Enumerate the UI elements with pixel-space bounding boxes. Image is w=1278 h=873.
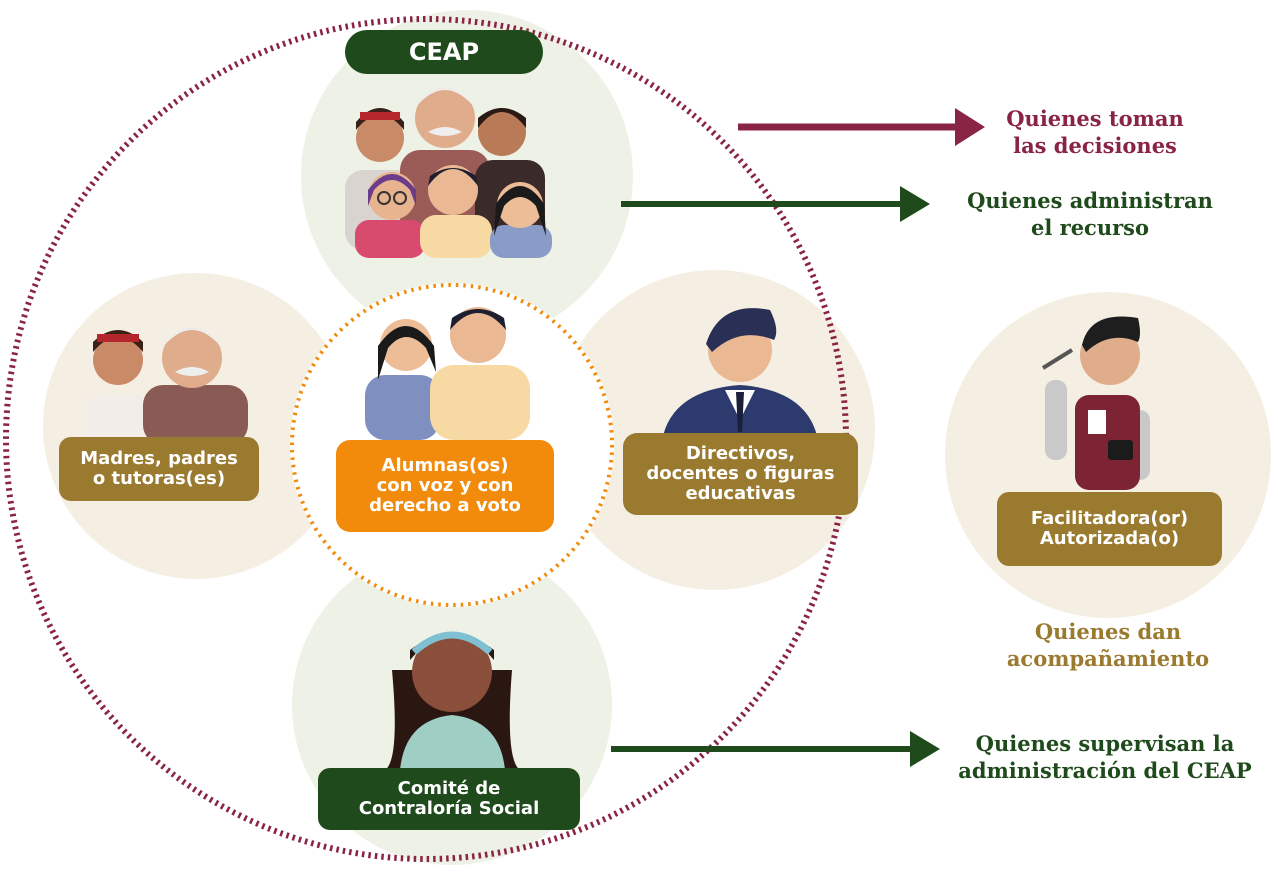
committee-text: Comité de Contraloría Social — [358, 777, 540, 819]
facilitator-icon — [1041, 316, 1150, 490]
parents-text: Madres, padres o tutoras(es) — [80, 447, 238, 489]
students-label: Alumnas(os) con voz y con derecho a voto — [336, 440, 554, 532]
students-icon — [365, 307, 530, 440]
role-administer: Quienes administran el recurso — [967, 188, 1213, 241]
facilitator-text: Facilitadora(or) Autorizada(o) — [1030, 507, 1189, 549]
girl-icon — [385, 631, 520, 770]
arrow-right-icon — [611, 731, 940, 767]
arrow-right-icon — [738, 108, 985, 146]
parents-label: Madres, padres o tutoras(es) — [59, 437, 259, 501]
people-group-icon — [345, 88, 552, 258]
facilitator-label: Facilitadora(or) Autorizada(o) — [997, 492, 1222, 566]
role-supervise: Quienes supervisan la administración del… — [958, 731, 1252, 784]
parents-icon — [83, 328, 248, 445]
role-decide: Quienes toman las decisiones — [1006, 106, 1184, 159]
staff-label: Directivos, docentes o figuras educativa… — [623, 433, 858, 515]
role-accompany: Quienes dan acompañamiento — [1006, 619, 1210, 672]
students-text: Alumnas(os) con voz y con derecho a voto — [369, 454, 521, 517]
teacher-icon — [662, 308, 818, 440]
staff-text: Directivos, docentes o figuras educativa… — [646, 442, 835, 505]
ceap-title: CEAP — [408, 37, 480, 66]
ceap-title-pill: CEAP — [345, 30, 543, 74]
committee-label: Comité de Contraloría Social — [318, 768, 580, 830]
students-boundary — [290, 283, 614, 607]
arrow-right-icon — [621, 186, 930, 222]
